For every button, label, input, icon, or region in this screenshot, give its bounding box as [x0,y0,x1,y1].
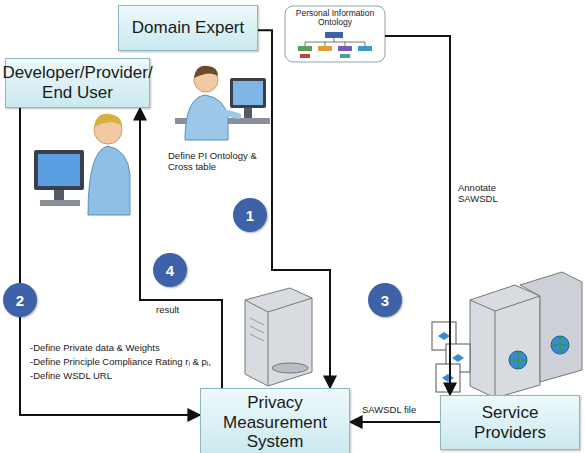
flow-arrow [350,421,440,423]
node-text: Service Providers [447,403,573,442]
domain-expert-figure [175,66,270,140]
node-text: Developer/Provider/ End User [2,63,152,102]
server-rack [470,272,582,398]
callout-number: 4 [153,253,187,287]
flow-arrow [385,36,450,395]
role-label-box: Domain Expert [118,5,258,51]
annotation-text: SAWSDL file [362,404,416,415]
system-label-box: Privacy Measurement System [200,388,350,453]
annotation-text: -Define WSDL URL [30,370,112,381]
node-text: Privacy Measurement System [207,393,343,452]
developer-figure [34,114,130,215]
annotation-text: result [156,304,179,315]
annotation-text: Annotate SAWSDL [458,182,533,205]
provider-label-box: Service Providers [440,395,580,450]
ontology-title: Personal Information Ontology [285,6,385,35]
annotation-text: -Define Principle Compliance Rating rᵢ &… [30,356,211,367]
node-text: Domain Expert [132,18,244,38]
callout-number: 2 [3,283,37,317]
annotation-text: Define PI Ontology & Cross table [168,150,266,173]
node-text: Personal Information Ontology [288,9,382,28]
ontology-picture [285,6,385,62]
callout-number: 3 [368,283,402,317]
server-tower [245,288,312,386]
flow-arrow [258,30,330,388]
role-label-box: Developer/Provider/ End User [5,58,150,108]
callout-number: 1 [233,198,267,232]
annotation-text: -Define Private data & Weights [30,342,160,353]
